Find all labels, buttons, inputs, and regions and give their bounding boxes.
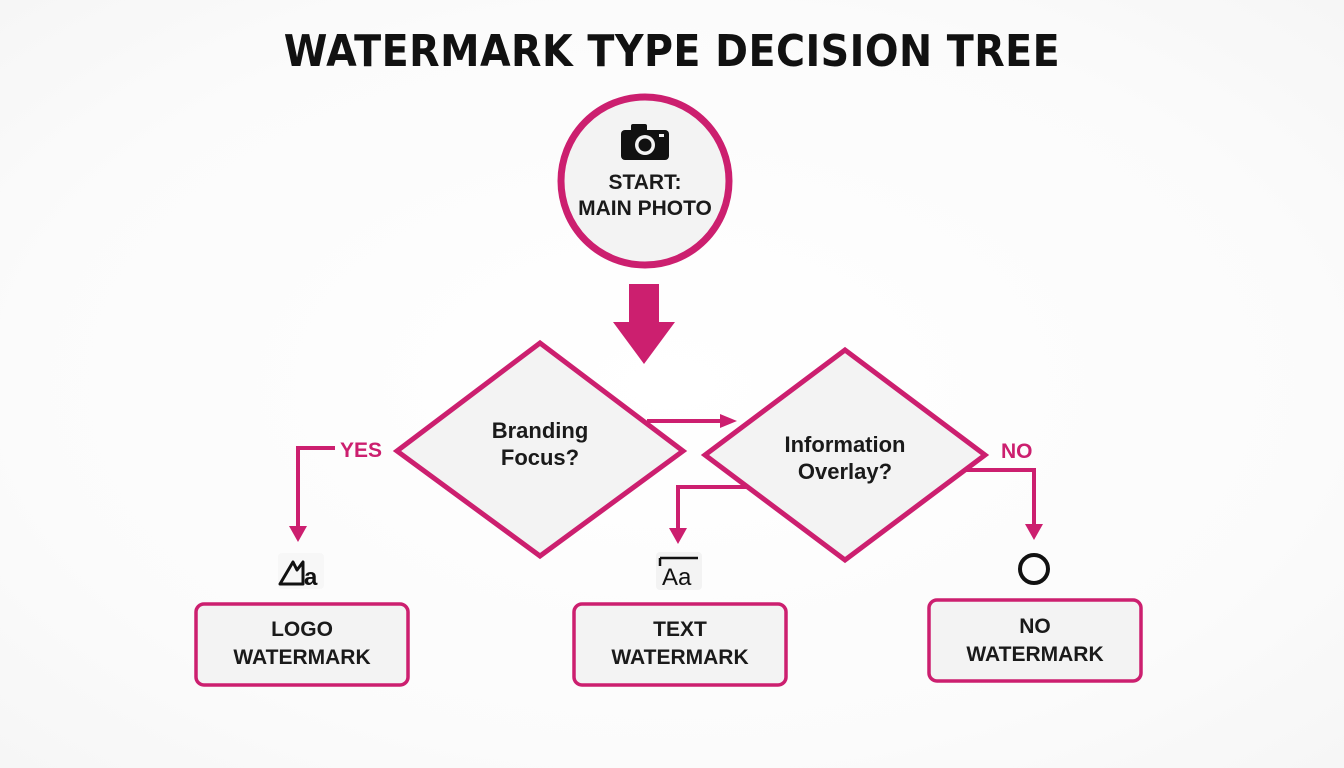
no-branch-label: NO	[1001, 440, 1033, 463]
svg-text:a: a	[304, 564, 318, 591]
decision-diamond-branding	[392, 339, 688, 560]
yes-branch-label: YES	[340, 439, 383, 462]
start-node-label: START: MAIN PHOTO	[560, 170, 730, 221]
start-label-line2: MAIN PHOTO	[578, 196, 712, 220]
outcome-none-label: NO WATERMARK	[929, 613, 1141, 670]
outcome-logo-line2: WATERMARK	[233, 646, 371, 670]
no-branch-connector	[965, 468, 1043, 540]
decision-diamond-information	[700, 346, 990, 564]
outcome-none-line2: WATERMARK	[966, 643, 1104, 667]
outcome-logo-label: LOGO WATERMARK	[196, 616, 408, 673]
outcome-box-logo	[194, 602, 410, 687]
camera-icon	[621, 124, 669, 160]
text-watermark-icon: Aa	[656, 552, 702, 591]
logo-watermark-icon: a	[278, 553, 324, 591]
outcome-text-label: TEXT WATERMARK	[574, 616, 786, 673]
text-branch-connector	[669, 485, 748, 544]
decision-information-line2: Overlay?	[797, 458, 893, 484]
decision-branding-label: Branding Focus?	[440, 418, 640, 472]
start-label-line1: START:	[608, 171, 682, 194]
svg-text:Aa: Aa	[662, 564, 692, 591]
connector-branding-to-information	[647, 414, 737, 428]
start-down-arrow	[613, 284, 675, 364]
decision-information-line1: Information	[784, 432, 906, 457]
outcome-box-none	[927, 598, 1143, 683]
outcome-text-line2: WATERMARK	[611, 646, 749, 670]
outcome-text-line1: TEXT	[653, 618, 707, 641]
decision-information-label: Information Overlay?	[745, 432, 945, 486]
start-node-circle	[557, 93, 733, 269]
decision-branding-line2: Focus?	[500, 444, 580, 470]
outcome-none-line1: NO	[1019, 615, 1051, 638]
yes-branch-connector	[289, 446, 335, 542]
decision-branding-line1: Branding	[491, 418, 589, 443]
outcome-box-text	[572, 602, 788, 687]
diagram-title: WATERMARK TYPE DECISION TREE	[283, 26, 1061, 77]
outcome-logo-line1: LOGO	[271, 618, 333, 641]
no-watermark-icon	[1018, 553, 1050, 585]
